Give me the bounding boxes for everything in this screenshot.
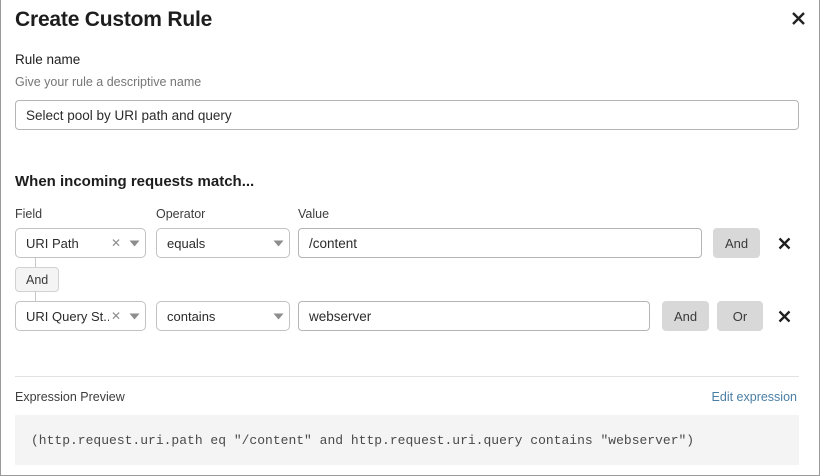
column-header-field: Field (15, 207, 43, 221)
expression-preview-text: (http.request.uri.path eq "/content" and… (31, 432, 695, 448)
row-2-and-button[interactable]: And (662, 301, 710, 331)
rule-name-input[interactable] (15, 100, 799, 130)
field-select-2[interactable]: URI Query St... ✕ (15, 301, 146, 331)
operator-select-2-value: contains (167, 308, 216, 324)
row-2-or-button[interactable]: Or (717, 301, 763, 331)
expression-preview-label: Expression Preview (15, 390, 125, 404)
close-icon[interactable] (786, 6, 810, 30)
row-2-delete-button[interactable] (771, 301, 797, 331)
clear-icon[interactable]: ✕ (110, 236, 122, 250)
group-connector-and-button[interactable]: And (15, 267, 60, 292)
chevron-down-icon-glyph (273, 240, 283, 246)
row-1-delete-button[interactable] (771, 228, 797, 258)
value-input-2[interactable] (298, 301, 650, 331)
chevron-down-icon[interactable] (123, 313, 145, 320)
column-header-operator: Operator (156, 207, 206, 221)
match-section-heading: When incoming requests match... (15, 173, 255, 190)
chevron-down-icon[interactable] (267, 240, 289, 247)
chevron-down-icon[interactable] (123, 240, 145, 247)
column-header-value: Value (298, 207, 330, 221)
section-divider (15, 376, 799, 377)
expression-preview-box: (http.request.uri.path eq "/content" and… (15, 415, 799, 465)
close-icon (778, 310, 790, 322)
chevron-down-icon-glyph (129, 313, 139, 319)
connector-line-bottom (35, 291, 36, 301)
page-title: Create Custom Rule (15, 8, 213, 31)
row-1-and-button[interactable]: And (713, 228, 761, 258)
operator-select-2[interactable]: contains (156, 301, 290, 331)
value-input-1[interactable] (298, 228, 702, 258)
edit-expression-link[interactable]: Edit expression (711, 390, 797, 404)
chevron-down-icon-glyph (129, 240, 139, 246)
close-icon-glyph (791, 11, 805, 25)
condition-row: URI Path ✕ equals And (1, 228, 819, 258)
field-select-1[interactable]: URI Path ✕ (15, 228, 146, 258)
operator-select-1-value: equals (167, 235, 206, 251)
clear-icon[interactable]: ✕ (110, 309, 122, 323)
connector-line-top (35, 258, 36, 268)
operator-select-1[interactable]: equals (156, 228, 290, 258)
field-select-1-value: URI Path (26, 235, 79, 251)
condition-row: URI Query St... ✕ contains And Or (1, 301, 819, 331)
rule-name-hint: Give your rule a descriptive name (15, 75, 202, 89)
rule-name-label: Rule name (15, 52, 81, 67)
field-select-2-value: URI Query St... (26, 308, 109, 324)
chevron-down-icon[interactable] (267, 313, 289, 320)
chevron-down-icon-glyph (273, 313, 283, 319)
close-icon (778, 237, 790, 249)
